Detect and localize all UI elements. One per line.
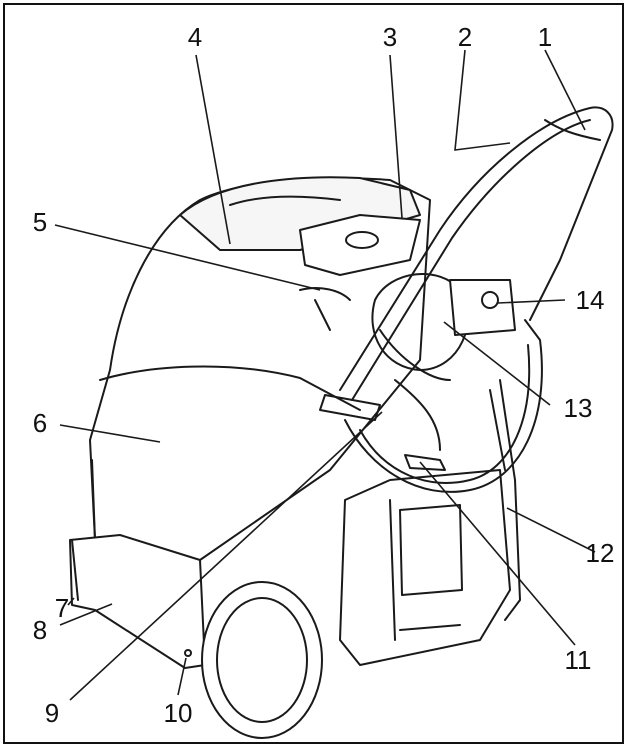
push-handle bbox=[339, 106, 614, 391]
leader-14 bbox=[497, 299, 566, 304]
leader-3 bbox=[389, 54, 403, 219]
diagram-frame bbox=[3, 3, 624, 744]
callout-14: 14 bbox=[575, 285, 605, 315]
leader-4 bbox=[195, 54, 231, 245]
leader-1 bbox=[544, 49, 586, 131]
leader-2 bbox=[454, 49, 511, 151]
pump-box bbox=[449, 279, 516, 336]
leader-9 bbox=[69, 411, 383, 701]
leader-13 bbox=[443, 321, 551, 406]
leader-8 bbox=[59, 603, 113, 626]
callout-10: 10 bbox=[163, 698, 193, 728]
callout-6: 6 bbox=[32, 408, 48, 438]
callout-1: 1 bbox=[537, 22, 553, 52]
leader-10 bbox=[177, 657, 187, 696]
callout-2: 2 bbox=[457, 22, 473, 52]
leader-5 bbox=[54, 224, 321, 291]
leader-11 bbox=[419, 461, 576, 646]
callout-5: 5 bbox=[32, 207, 48, 237]
leader-7 bbox=[67, 597, 75, 606]
handle-loop bbox=[344, 319, 543, 493]
rear-chassis bbox=[339, 469, 511, 666]
leader-12 bbox=[506, 507, 596, 553]
callout-3: 3 bbox=[382, 22, 398, 52]
control-panel bbox=[299, 214, 421, 276]
callout-4: 4 bbox=[187, 22, 203, 52]
callout-7: 7 bbox=[54, 593, 70, 623]
callout-8: 8 bbox=[32, 615, 48, 645]
wheel bbox=[201, 581, 323, 739]
hose bbox=[371, 273, 469, 371]
callout-9: 9 bbox=[44, 698, 60, 728]
leader-6 bbox=[59, 424, 161, 443]
callout-12: 12 bbox=[585, 538, 615, 568]
callout-11: 11 bbox=[564, 645, 592, 675]
callout-13: 13 bbox=[563, 393, 593, 423]
front-plate bbox=[69, 534, 206, 669]
